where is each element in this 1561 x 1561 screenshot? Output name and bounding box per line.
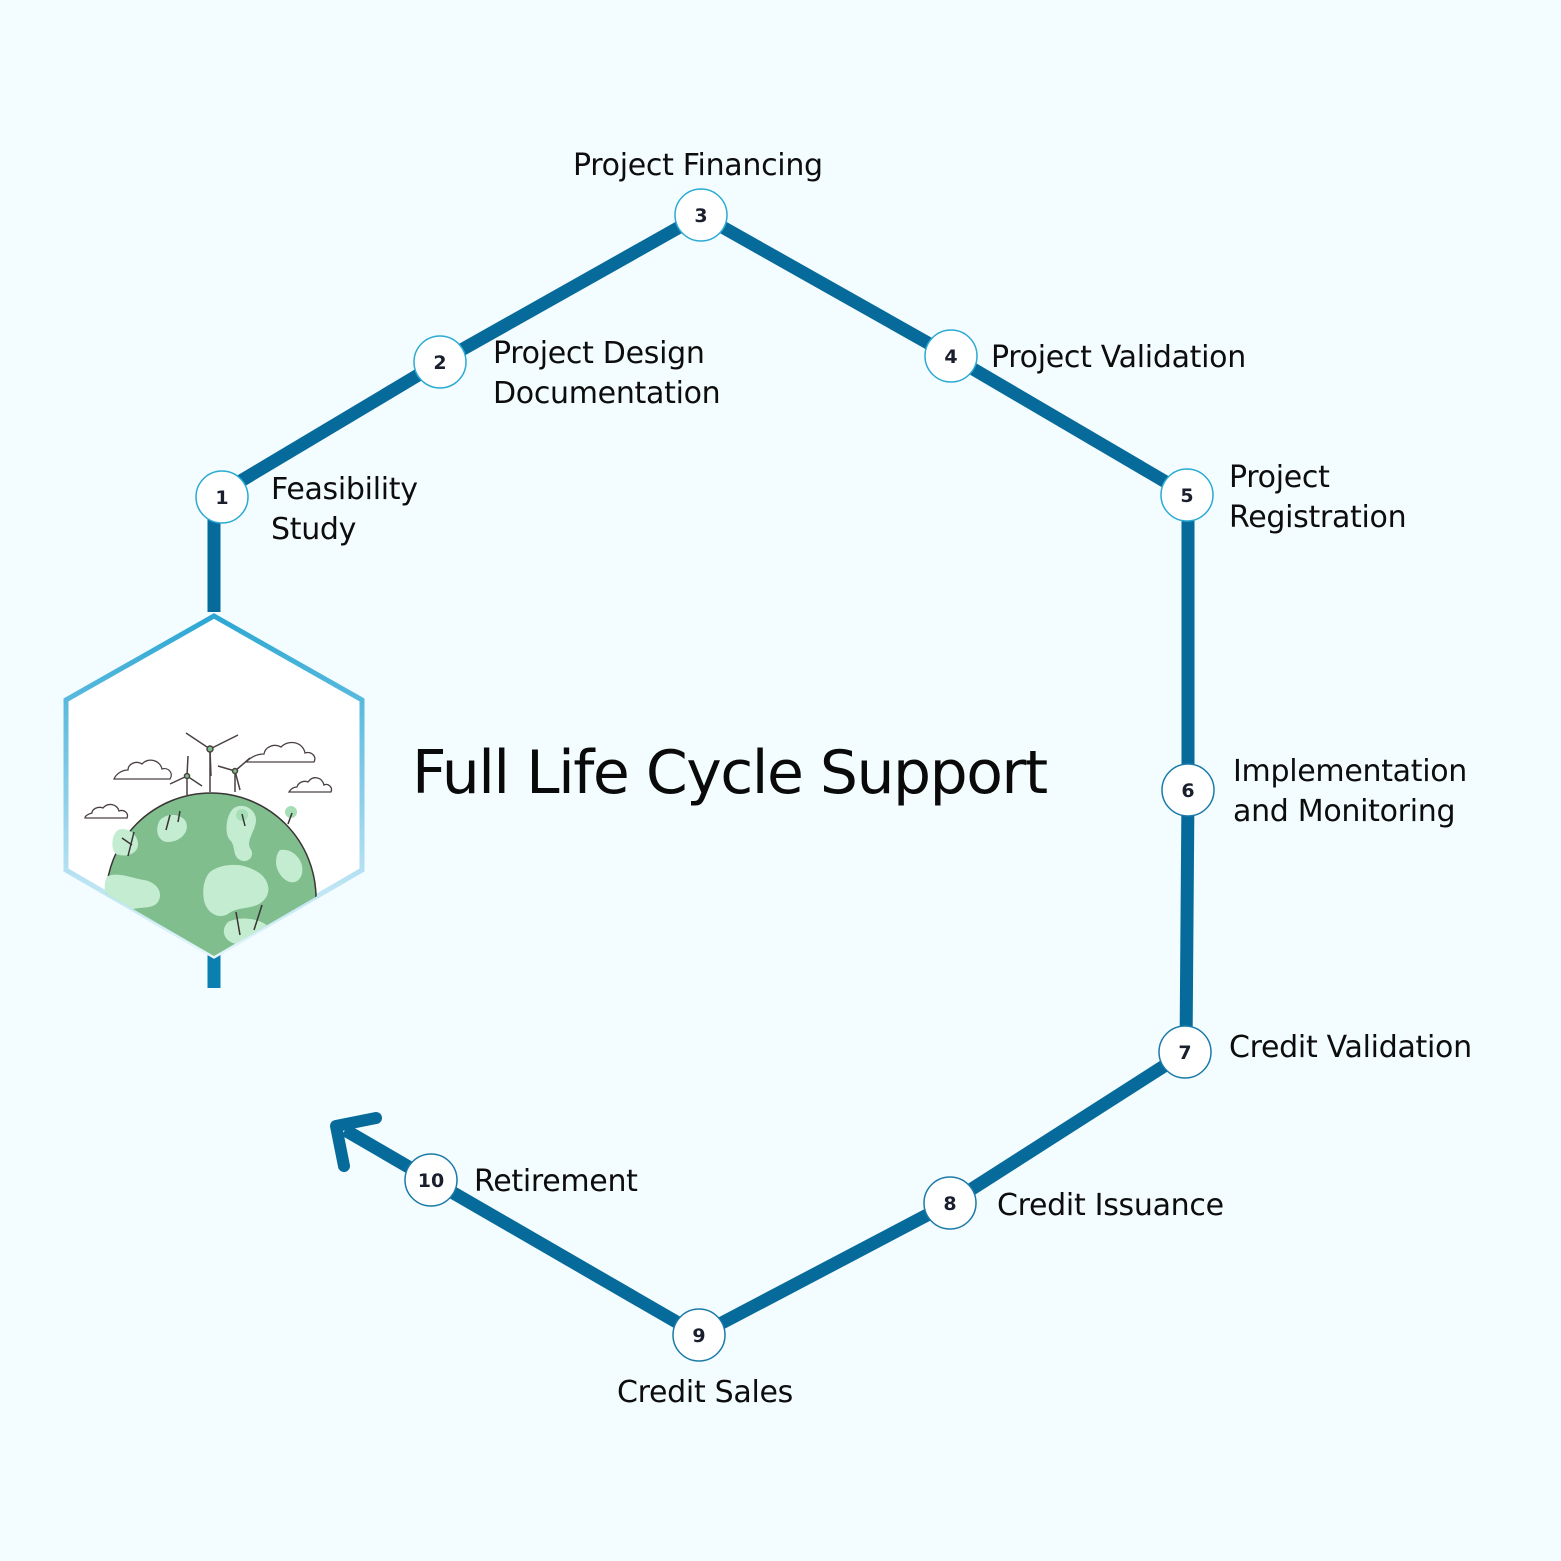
- step-node-circle: [924, 329, 978, 383]
- step-label-3: Project Financing: [573, 148, 823, 183]
- arrow-head-icon: [330, 1112, 382, 1172]
- step-node-circle: [672, 1308, 726, 1362]
- step-label-7: Credit Validation: [1229, 1030, 1472, 1065]
- step-node-7: 7: [1158, 1025, 1212, 1079]
- step-number: 6: [1181, 780, 1194, 802]
- step-node-8: 8: [923, 1176, 977, 1230]
- step-node-5: 5: [1160, 468, 1214, 522]
- step-node-2: 2: [413, 335, 467, 389]
- step-node-circle: [1160, 468, 1214, 522]
- step-node-circle: [404, 1153, 458, 1207]
- step-number: 10: [418, 1170, 444, 1192]
- globe-illustration: [63, 613, 365, 959]
- step-node-circle: [1158, 1025, 1212, 1079]
- step-node-3: 3: [674, 188, 728, 242]
- step-label-9: Credit Sales: [617, 1375, 794, 1410]
- step-number: 8: [943, 1193, 956, 1215]
- step-node-6: 6: [1161, 763, 1215, 817]
- page-title: Full Life Cycle Support: [412, 738, 1048, 808]
- step-label-10: Retirement: [474, 1164, 638, 1199]
- step-node-circle: [923, 1176, 977, 1230]
- step-label-1: Feasibility Study: [271, 472, 418, 547]
- step-node-circle: [674, 188, 728, 242]
- step-number: 9: [692, 1325, 705, 1347]
- step-node-9: 9: [672, 1308, 726, 1362]
- step-node-10: 10: [404, 1153, 458, 1207]
- step-node-circle: [195, 470, 249, 524]
- path-line: [207, 207, 1195, 1343]
- cloud-icon: [84, 741, 333, 819]
- step-label-6: Implementation and Monitoring: [1233, 754, 1468, 829]
- step-number: 3: [694, 205, 707, 227]
- step-number: 7: [1178, 1042, 1191, 1064]
- step-number: 4: [944, 346, 957, 368]
- step-nodes: 1 2 3 4 5 6 7 8 9 10: [195, 188, 1215, 1362]
- step-number: 5: [1180, 485, 1193, 507]
- step-label-5: Project Registration: [1229, 460, 1407, 535]
- step-node-1: 1: [195, 470, 249, 524]
- tree-icon: [121, 806, 297, 936]
- step-label-2: Project Design Documentation: [493, 336, 721, 411]
- wind-turbine-icon: [169, 732, 251, 795]
- step-label-8: Credit Issuance: [997, 1188, 1224, 1223]
- step-label-4: Project Validation: [991, 340, 1246, 375]
- step-node-circle: [1161, 763, 1215, 817]
- step-number: 2: [433, 352, 446, 374]
- step-number: 1: [215, 487, 228, 509]
- step-node-4: 4: [924, 329, 978, 383]
- step-node-circle: [413, 335, 467, 389]
